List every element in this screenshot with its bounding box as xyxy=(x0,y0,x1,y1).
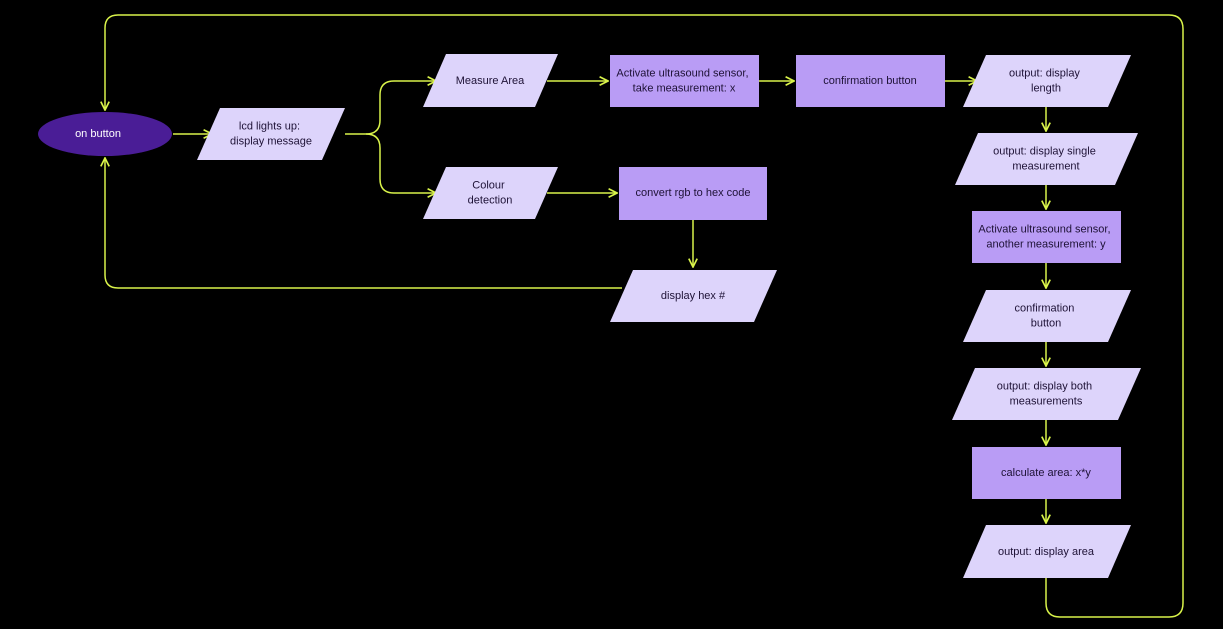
convert-rgb-hex-process[interactable]: convert rgb to hex code xyxy=(619,167,767,220)
node-label: output: display single measurement xyxy=(993,145,1099,172)
lcd-lights-up-output[interactable]: lcd lights up: display message xyxy=(197,108,345,160)
node-label: output: display length xyxy=(1009,67,1083,94)
on-button-terminal[interactable]: on button xyxy=(38,112,172,156)
nodes: on button lcd lights up: display message… xyxy=(38,54,1141,578)
connectors xyxy=(105,14,1184,618)
node-label: convert rgb to hex code xyxy=(636,187,751,199)
measure-area-input[interactable]: Measure Area xyxy=(423,54,558,107)
colour-detection-input[interactable]: Colour detection xyxy=(423,167,558,219)
output-display-length[interactable]: output: display length xyxy=(963,55,1131,107)
connector-lcd-to-colour-detection xyxy=(365,133,436,193)
node-label: Measure Area xyxy=(456,75,525,87)
output-both-measurements[interactable]: output: display both measurements xyxy=(952,368,1141,420)
node-label: Activate ultrasound sensor, another meas… xyxy=(978,223,1113,250)
node-label: output: display both measurements xyxy=(997,380,1095,407)
calculate-area-process[interactable]: calculate area: x*y xyxy=(972,447,1121,499)
node-label: confirmation button xyxy=(823,75,917,87)
output-single-measurement[interactable]: output: display single measurement xyxy=(955,133,1138,185)
connector-output-area-loop-to-on xyxy=(105,14,1184,618)
activate-sensor-y-process[interactable]: Activate ultrasound sensor, another meas… xyxy=(972,211,1121,263)
node-label: lcd lights up: display message xyxy=(230,120,312,147)
connector-display-hex-loop-to-on xyxy=(105,158,622,289)
node-label: Activate ultrasound sensor, take measure… xyxy=(616,67,751,94)
node-label: confirmation button xyxy=(1015,302,1078,329)
confirmation-button-2-input[interactable]: confirmation button xyxy=(963,290,1131,342)
output-display-area[interactable]: output: display area xyxy=(963,525,1131,578)
confirmation-button-1-process[interactable]: confirmation button xyxy=(796,55,945,107)
connector-lcd-to-measure-area xyxy=(345,81,436,135)
display-hex-output[interactable]: display hex # xyxy=(610,270,777,322)
node-label: Colour detection xyxy=(468,179,513,206)
node-label: on button xyxy=(75,128,121,140)
node-label: display hex # xyxy=(661,290,726,302)
activate-sensor-x-process[interactable]: Activate ultrasound sensor, take measure… xyxy=(610,55,759,107)
node-label: calculate area: x*y xyxy=(1001,467,1091,479)
node-label: output: display area xyxy=(998,546,1095,558)
